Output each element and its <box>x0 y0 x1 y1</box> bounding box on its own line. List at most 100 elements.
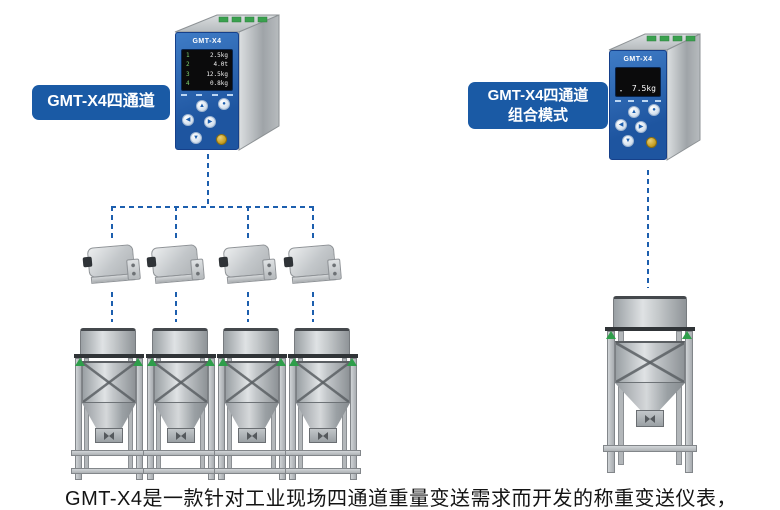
display-row: 1 2.5kg <box>186 53 228 59</box>
stand-crossbar <box>143 450 219 456</box>
load-cell-flange <box>190 258 205 281</box>
load-mount-triangle-icon <box>606 331 616 339</box>
load-cell-module <box>218 241 277 289</box>
load-mount-triangle-icon <box>347 358 357 366</box>
up-arrow-button: ▲ <box>628 106 640 118</box>
signal-cable-dashed-line <box>207 154 209 206</box>
hopper-leg <box>218 358 225 480</box>
hopper-leg <box>75 358 82 480</box>
signal-cable-stub-line <box>312 292 314 322</box>
keypad: ▲ ● ◀ ▶ ▼ <box>176 98 238 150</box>
hopper-body <box>615 341 685 383</box>
status-led-row <box>181 94 233 96</box>
signal-cable-dashed-line <box>647 170 649 288</box>
signal-cable-drop-line <box>175 206 177 242</box>
hopper-back-leg <box>676 331 682 465</box>
display-row: 4 0.8kg <box>186 80 228 87</box>
load-cell-module <box>82 241 141 289</box>
hopper-mount-bar <box>217 354 287 358</box>
signal-cable-branch-line <box>111 206 314 208</box>
load-mount-triangle-icon <box>682 331 692 339</box>
channel-value: 2.5kg <box>209 52 228 59</box>
right-arrow-button: ▶ <box>635 121 647 133</box>
load-mount-triangle-icon <box>218 358 228 366</box>
load-mount-triangle-icon <box>276 358 286 366</box>
device-nameplate: GMT-X4 <box>192 38 222 45</box>
hopper-leg <box>279 358 286 480</box>
stand-crossbar <box>143 468 219 474</box>
right-arrow-button: ▶ <box>204 116 216 128</box>
hopper-silo-large <box>603 293 697 485</box>
left-arrow-button: ◀ <box>615 119 627 131</box>
signal-cable-drop-line <box>247 206 249 242</box>
right-device-label-line1: GMT-X4四通道 <box>487 87 589 104</box>
hopper-mount-bar <box>288 354 358 358</box>
device-front-panel: GMT-X4 ▾ 7.5kg ▲ ● ◀ ▶ ▼ <box>609 50 667 160</box>
display-row: 2 4.0t <box>186 62 228 68</box>
hopper-silo <box>143 325 219 485</box>
right-device-label: GMT-X4四通道 组合模式 <box>468 82 608 129</box>
hopper-mount-bar <box>146 354 216 358</box>
hopper-inlet-cylinder <box>294 328 350 354</box>
display-row: 3 12.5kg <box>186 70 228 78</box>
load-mount-triangle-icon <box>289 358 299 366</box>
signal-cable-drop-line <box>111 206 113 242</box>
signal-cable-stub-line <box>247 292 249 322</box>
hopper-leg <box>289 358 296 480</box>
channel-value: 12.5kg <box>206 70 228 78</box>
hopper-back-leg <box>618 331 624 465</box>
channel-number: 3 <box>186 70 190 78</box>
device-front-panel: GMT-X4 1 2.5kg 2 4.0t 3 12.5kg 4 0.8kg <box>175 32 239 150</box>
left-device-label-text: GMT-X4四通道 <box>47 93 155 111</box>
cable-connector-icon <box>146 256 157 268</box>
power-button <box>216 134 227 145</box>
left-device-label: GMT-X4四通道 <box>32 85 170 120</box>
hopper-leg <box>147 358 154 480</box>
valve-icon <box>247 431 257 440</box>
cable-connector-icon <box>283 256 294 268</box>
weight-display: ▾ 7.5kg <box>615 67 661 97</box>
caption-text: GMT-X4是一款针对工业现场四通道重量变送需求而开发的称重变送仪表， <box>65 488 737 510</box>
hopper-outlet <box>309 428 337 443</box>
load-mount-triangle-icon <box>147 358 157 366</box>
signal-cable-drop-line <box>312 206 314 242</box>
hopper-inlet-cylinder <box>223 328 279 354</box>
channel-value: 4.0t <box>213 61 228 69</box>
display-cursor-icon: ▾ <box>620 88 623 93</box>
stand-crossbar <box>285 468 361 474</box>
hopper-outlet <box>167 428 195 443</box>
load-cell-flange <box>327 258 342 281</box>
load-mount-triangle-icon <box>205 358 215 366</box>
right-transmitter-device: GMT-X4 ▾ 7.5kg ▲ ● ◀ ▶ ▼ <box>600 30 704 164</box>
hopper-silo <box>214 325 290 485</box>
channel-number: 1 <box>186 52 190 59</box>
left-transmitter-device: GMT-X4 1 2.5kg 2 4.0t 3 12.5kg 4 0.8kg <box>165 10 283 152</box>
valve-icon <box>176 431 186 440</box>
valve-icon <box>645 414 655 423</box>
signal-cable-stub-line <box>175 292 177 322</box>
stand-crossbar <box>285 450 361 456</box>
hopper-silo <box>71 325 147 485</box>
valve-icon <box>104 431 114 440</box>
hopper-inlet-cylinder <box>152 328 208 354</box>
stand-crossbar <box>71 450 147 456</box>
cable-connector-icon <box>218 256 229 268</box>
keypad: ▲ ● ◀ ▶ ▼ <box>610 104 666 156</box>
hopper-mount-bar <box>74 354 144 358</box>
device-nameplate: GMT-X4 <box>623 56 653 63</box>
hopper-silo <box>285 325 361 485</box>
set-button: ● <box>218 98 230 110</box>
hopper-outlet <box>95 428 123 443</box>
load-cell-flange <box>262 258 277 281</box>
channel-number: 2 <box>186 61 190 69</box>
weight-value: 7.5kg <box>631 84 656 93</box>
set-button: ● <box>648 104 660 116</box>
load-cell-module <box>146 241 205 289</box>
hopper-outlet <box>636 410 664 427</box>
status-led-row <box>615 100 661 102</box>
device-chassis <box>174 14 280 151</box>
hopper-body <box>154 361 208 403</box>
stand-crossbar <box>71 468 147 474</box>
hopper-cone <box>615 383 685 410</box>
